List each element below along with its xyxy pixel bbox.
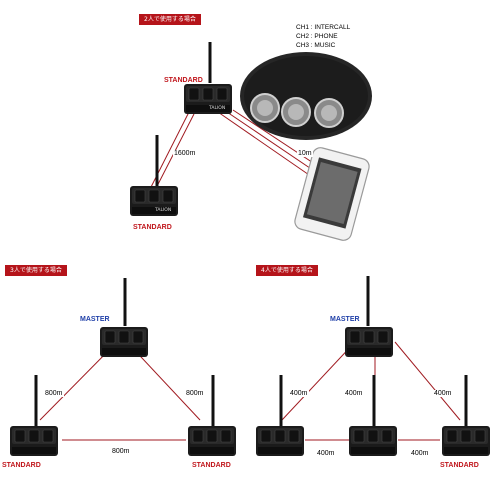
distance-s3-right: 400m — [433, 390, 453, 397]
channel-3-label: CH3 : MUSIC — [296, 42, 336, 49]
device-s2-left — [9, 425, 59, 457]
role-label-master-s3: MASTER — [330, 316, 360, 323]
role-label-standard-s2-left: STANDARD — [2, 462, 41, 469]
distance-s3-left: 400m — [289, 390, 309, 397]
role-label-standard-s2-right: STANDARD — [192, 462, 231, 469]
knob-zoom-view — [240, 52, 372, 140]
device-s3-2 — [348, 425, 398, 457]
role-label-master-s2: MASTER — [80, 316, 110, 323]
role-label-standard-s3: STANDARD — [440, 462, 479, 469]
device-s3-master — [344, 326, 394, 358]
device-brand-bottom: TALION — [155, 208, 172, 213]
distance-1600m: 1600m — [173, 150, 197, 157]
role-label-standard-bottom: STANDARD — [133, 224, 172, 231]
device-s2-right — [187, 425, 237, 457]
distance-s2-left: 800m — [44, 390, 64, 397]
distance-s2-right: 800m — [185, 390, 205, 397]
section1-title: 2人で使用する場合 — [139, 14, 201, 25]
section2-title: 3人で使用する場合 — [5, 265, 67, 276]
channel-1-label: CH1 : INTERCALL — [296, 24, 351, 31]
device-s2-master — [99, 326, 149, 358]
smartphone — [294, 147, 370, 241]
device-brand-top: TALION — [209, 106, 226, 111]
distance-s3-bottom-left: 400m — [316, 450, 336, 457]
device-s3-3 — [441, 425, 491, 457]
distance-s3-center: 400m — [344, 390, 364, 397]
distance-10m: 10m — [297, 150, 313, 157]
device-s3-1 — [255, 425, 305, 457]
distance-s3-bottom-right: 400m — [410, 450, 430, 457]
channel-2-label: CH2 : PHONE — [296, 33, 338, 40]
distance-s2-bottom: 800m — [111, 448, 131, 455]
section3-title: 4人で使用する場合 — [256, 265, 318, 276]
role-label-standard-top: STANDARD — [164, 77, 203, 84]
